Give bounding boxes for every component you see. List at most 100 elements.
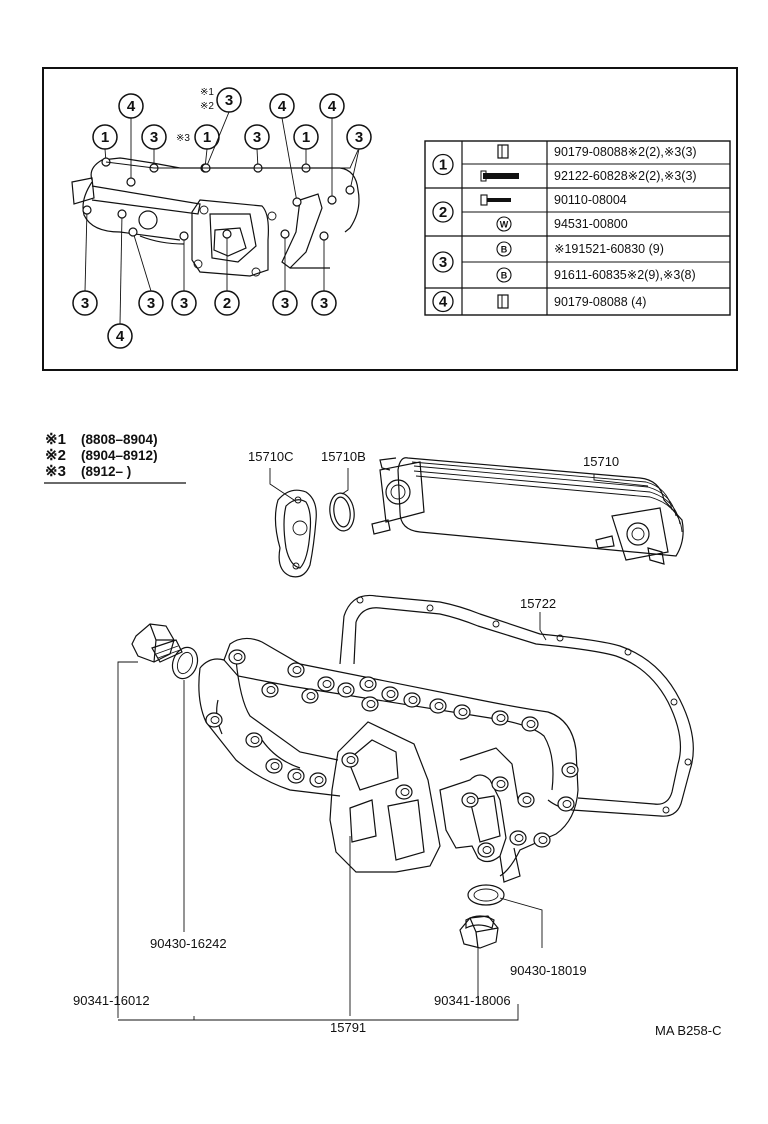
gasket-90430-16242: [171, 646, 199, 680]
bolt-icon: [480, 194, 511, 206]
callout-number: 3: [281, 295, 289, 312]
o-ring-15710b: [329, 492, 355, 532]
bolt-boss: [317, 676, 335, 692]
diagram-code: MA B258-C: [655, 1023, 721, 1038]
bolt-boss: [287, 662, 305, 678]
callout-circle: [272, 290, 298, 316]
inset-callout-notes: ※1※2※3: [176, 87, 214, 144]
callout-3: 3: [171, 231, 197, 316]
bolt-boss: [453, 704, 471, 720]
callout-number: 3: [180, 295, 188, 312]
callout-number: 4: [127, 98, 136, 115]
bolt-boss: [309, 772, 327, 788]
group-number-circle: [432, 290, 454, 313]
flange-bolt-icon: B: [496, 267, 512, 283]
bolt-boss: [403, 692, 421, 708]
svg-text:B: B: [501, 245, 508, 255]
callout-number: 3: [253, 129, 261, 146]
legend-mark: ※3: [45, 463, 66, 480]
bolt-boss: [517, 792, 535, 808]
part-number: ※191521-60830 (9): [554, 242, 664, 256]
bolt-point: [292, 197, 302, 207]
callout-number: 1: [203, 129, 211, 146]
gasket-15710c: [274, 489, 317, 578]
legend-mark: ※2: [45, 447, 66, 464]
callout-4: 4: [319, 93, 345, 205]
bolt-boss: [228, 649, 246, 665]
label-90341-16012: 90341-16012: [73, 993, 150, 1008]
callout-4: 4: [107, 209, 133, 349]
label-15710c: 15710C: [248, 449, 294, 464]
bolt-boss: [301, 688, 319, 704]
bolt-boss: [477, 842, 495, 858]
leader-lines: [117, 468, 649, 1021]
bolt-boss: [461, 792, 479, 808]
bolt-point: [222, 229, 232, 239]
part-number: 91611-60835※2(9),※3(8): [554, 268, 696, 282]
callout-circle: [72, 290, 98, 316]
bolt-boss: [261, 682, 279, 698]
washer-icon: W: [496, 216, 512, 232]
bolt-point: [280, 229, 290, 239]
svg-text:W: W: [500, 220, 509, 230]
callout-number: 3: [320, 295, 328, 312]
callout-3: 3: [201, 87, 242, 173]
callout-circle: [293, 124, 319, 150]
callout-note: ※2: [200, 101, 214, 112]
callout-circle: [118, 93, 144, 119]
bolt-boss: [561, 762, 579, 778]
callout-circle: [107, 323, 133, 349]
callout-circle: [216, 87, 242, 113]
legend-mark: ※1: [45, 431, 66, 448]
bolt-boss: [395, 784, 413, 800]
bolt-point: [82, 205, 92, 215]
group-number-circle: [432, 153, 454, 176]
callout-circle: [171, 290, 197, 316]
callout-number: 1: [101, 129, 109, 146]
bolt-point: [128, 227, 138, 237]
bolt-boss: [245, 732, 263, 748]
cover-sketch: [71, 157, 360, 277]
callout-circle: [138, 290, 164, 316]
callout-number: 2: [223, 295, 231, 312]
callout-circle: [269, 93, 295, 119]
callout-number: 4: [328, 98, 337, 115]
callout-number: 3: [81, 295, 89, 312]
part-number: 94531-00800: [554, 217, 628, 231]
callout-3: 3: [244, 124, 270, 173]
bolt-table-content: 190179-08088※2(2),※3(3)92122-60828※2(2),…: [432, 144, 697, 313]
bolt-boss: [359, 676, 377, 692]
flange-bolt-icon: B: [496, 241, 512, 257]
bolt-point: [319, 231, 329, 241]
legend-range: (8808–8904): [81, 432, 158, 447]
callout-circle: [92, 124, 118, 150]
gasket-90430-18019: [467, 884, 505, 906]
group-number-circle: [432, 251, 454, 273]
part-number: 92122-60828※2(2),※3(3): [554, 169, 697, 183]
callout-note: ※1: [200, 87, 214, 98]
callout-circle: [311, 290, 337, 316]
bolt-boss: [509, 830, 527, 846]
drain-plug-90341-18006: [459, 915, 499, 949]
bolt-boss: [341, 752, 359, 768]
stud-bolt-icon: [497, 144, 509, 159]
legend-range: (8912– ): [81, 464, 131, 479]
bolt-boss: [557, 796, 575, 812]
cover-gasket-15722: [339, 594, 694, 817]
date-legend: ※1(8808–8904)※2(8904–8912)※3(8912– ): [45, 431, 158, 480]
label-90430-18019: 90430-18019: [510, 963, 587, 978]
label-90430-16242: 90430-16242: [150, 936, 227, 951]
bolt-boss: [521, 716, 539, 732]
callout-number: 3: [225, 92, 233, 109]
bolt-boss: [337, 682, 355, 698]
callout-number: 3: [355, 129, 363, 146]
bolt-boss: [381, 686, 399, 702]
part-labels: 15710C 15710B 15710 15722 90430-16242 90…: [73, 449, 721, 1038]
bolt-boss: [491, 710, 509, 726]
callout-4: 4: [269, 93, 302, 207]
part-number: 90179-08088※2(2),※3(3): [554, 145, 697, 159]
